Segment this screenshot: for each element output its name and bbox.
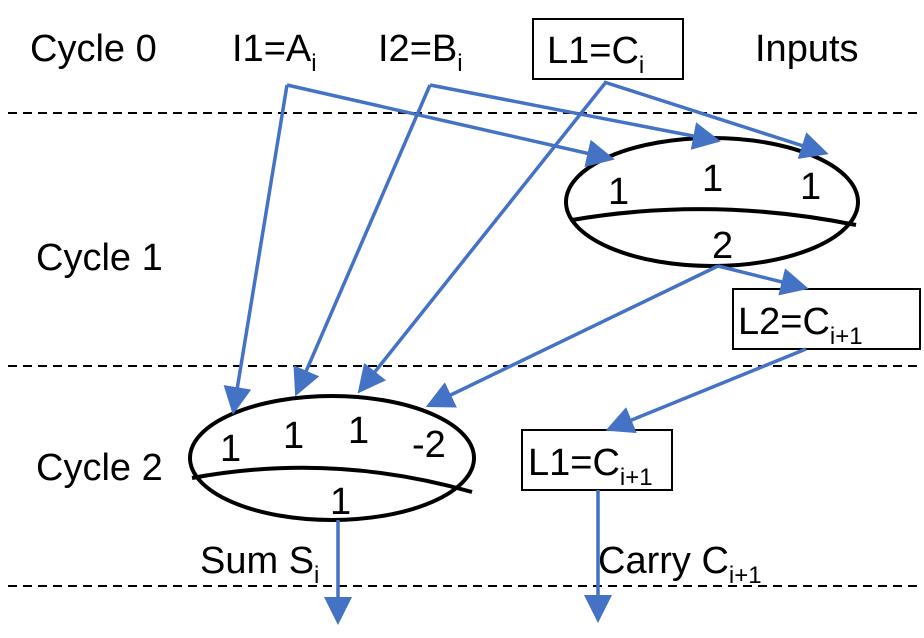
adder-1-input-1: 1 xyxy=(608,171,629,213)
input-i2-label: I2=Bi xyxy=(378,28,463,77)
adder-2-input-4: -2 xyxy=(412,424,446,466)
adder-2-input-3: 1 xyxy=(348,410,369,452)
sum-output-label: Sum Si xyxy=(200,540,319,589)
adder-2-oval xyxy=(188,394,476,522)
inputs-label: Inputs xyxy=(755,28,859,70)
l2-register-box xyxy=(732,288,921,350)
adder-2-input-2: 1 xyxy=(283,415,304,457)
l2-register-label: L2=Ci+1 xyxy=(738,301,863,350)
arrow-i1-to-adder-2 xyxy=(223,84,289,415)
l1-next-register-label: L1=Ci+1 xyxy=(528,442,653,491)
adder-1-output: 2 xyxy=(712,225,733,267)
cycle-2-label: Cycle 2 xyxy=(36,447,163,489)
arrow-adder-1-to-adder-2 xyxy=(425,264,719,408)
arrow-i1-to-adder-1 xyxy=(286,83,615,167)
l1-register-label: L1=Ci xyxy=(547,30,644,79)
adder-2-input-1: 1 xyxy=(220,428,241,470)
cycle-0-label: Cycle 0 xyxy=(30,28,157,70)
arrow-l1-to-adder-1 xyxy=(603,80,829,159)
carry-output-label: Carry Ci+1 xyxy=(598,540,762,589)
adder-2-output: 1 xyxy=(330,481,351,523)
arrow-i2-to-adder-2 xyxy=(293,84,432,397)
l1-register-box xyxy=(532,18,684,80)
adder-2-divider xyxy=(191,465,473,494)
adder-1-divider xyxy=(571,207,857,227)
arrow-i2-to-adder-1 xyxy=(429,83,721,150)
input-i1-label: I1=Ai xyxy=(232,28,317,77)
cycle-1-label: Cycle 1 xyxy=(36,237,163,279)
arrow-adder-1-to-l2 xyxy=(717,264,809,296)
arrow-l2-to-l1-next xyxy=(605,347,807,434)
adder-1-input-2: 1 xyxy=(702,158,723,200)
arrow-l1-to-adder-2 xyxy=(357,80,608,394)
adder-1-input-3: 1 xyxy=(800,166,821,208)
